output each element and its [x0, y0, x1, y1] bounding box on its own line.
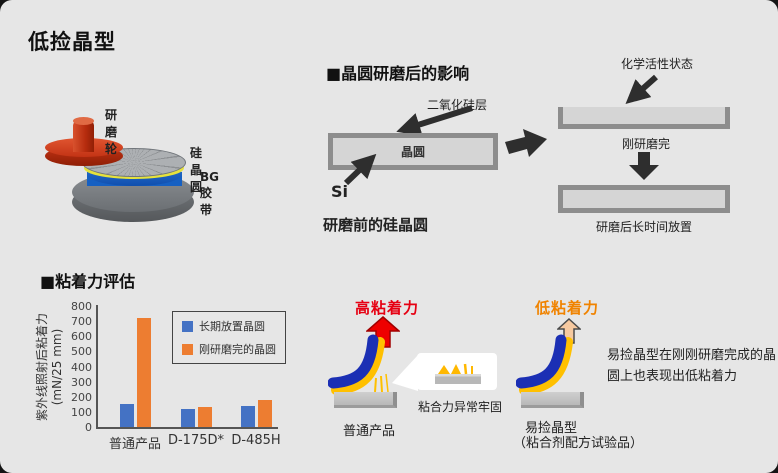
- legend-swatch: [182, 343, 193, 355]
- si-arrow-icon: [343, 153, 377, 186]
- grinding-wheel-label: 研磨轮: [105, 108, 118, 156]
- chart-bar: [136, 318, 151, 427]
- easy-pick-product-label: 易捡晶型: [525, 421, 578, 436]
- silicon-wafer-label: 硅晶圆: [190, 146, 203, 194]
- callout-wedge: [392, 355, 418, 391]
- just-ground-label: 刚研磨完: [622, 137, 671, 151]
- wafer-section-heading: ■晶圆研磨后的影响: [326, 64, 470, 83]
- legend-item: 刚研磨完的晶圆: [182, 341, 276, 357]
- wafer-core-label: 晶圆: [400, 145, 425, 159]
- wafer-just-ground: [558, 107, 730, 129]
- chart-tick: 300: [71, 375, 92, 389]
- wafer-cross-section: 晶圆: [328, 133, 498, 170]
- stored-label: 研磨后长时间放置: [596, 220, 693, 234]
- legend-swatch: [182, 320, 193, 332]
- flow-right-arrow-icon: [505, 129, 547, 157]
- legend-item: 长期放置晶圆: [182, 318, 276, 334]
- chart-y-axis: [96, 305, 98, 428]
- chart-category-label: D-175D*: [167, 433, 225, 448]
- oxide-arrow-icon: [396, 105, 473, 137]
- chart-x-axis: [96, 427, 278, 429]
- chart-legend: 长期放置晶圆刚研磨完的晶圆: [172, 311, 286, 364]
- bg-tape-label: BG胶带: [200, 170, 219, 217]
- chart-bar: [180, 409, 195, 427]
- legend-label: 长期放置晶圆: [199, 320, 265, 333]
- chart-bar: [119, 404, 134, 427]
- chart-bar: [197, 407, 212, 427]
- chemical-active-arrow-icon: [625, 74, 658, 104]
- low-adhesion-substrate: [521, 392, 584, 408]
- flow-down-arrow-icon: [629, 152, 659, 180]
- high-adhesion-title: 高粘着力: [355, 299, 420, 317]
- chart-tick: 100: [71, 405, 92, 419]
- si-label: Si: [331, 182, 349, 201]
- chart-tick: 800: [71, 300, 92, 313]
- chart-tick: 600: [71, 330, 92, 344]
- chart-tick: 400: [71, 360, 92, 374]
- chart-category-label: 普通产品: [108, 437, 161, 452]
- before-grinding-caption: 研磨前的硅晶圆: [323, 216, 429, 234]
- chart-bar: [257, 400, 272, 427]
- chemical-active-label: 化学活性状态: [621, 57, 694, 71]
- low-adhesion-note: 易捡晶型在刚刚研磨完成的晶圆上也表现出低粘着力: [607, 348, 777, 384]
- chart-tick: 200: [71, 390, 92, 404]
- residue-caption: 粘合力异常牢固: [418, 400, 503, 414]
- grinding-wheel-spindle: [73, 120, 94, 152]
- chart-category-label: D-485H: [231, 433, 281, 448]
- chart-tick: 700: [71, 315, 92, 329]
- normal-product-label: 普通产品: [343, 424, 396, 439]
- chart-bar: [240, 406, 255, 427]
- easy-pick-product-sub-label: （粘合剂配方试验品）: [513, 436, 644, 451]
- high-adhesion-substrate: [334, 392, 397, 408]
- page-title: 低捡晶型: [28, 30, 116, 54]
- grinding-wheel-spindle-top: [73, 117, 94, 125]
- wafer-stored: [558, 185, 730, 213]
- legend-label: 刚研磨完的晶圆: [199, 343, 276, 356]
- low-adhesion-tape: [516, 334, 573, 395]
- adhesion-heading: ■粘着力评估: [40, 272, 136, 291]
- chart-tick: 500: [71, 345, 92, 359]
- low-adhesion-title: 低粘着力: [535, 299, 600, 317]
- chart-tick: 0: [85, 421, 92, 434]
- chart-plot-area: [98, 306, 278, 427]
- residue-inset-graphic: [435, 363, 481, 384]
- high-adhesion-tape: [328, 334, 389, 395]
